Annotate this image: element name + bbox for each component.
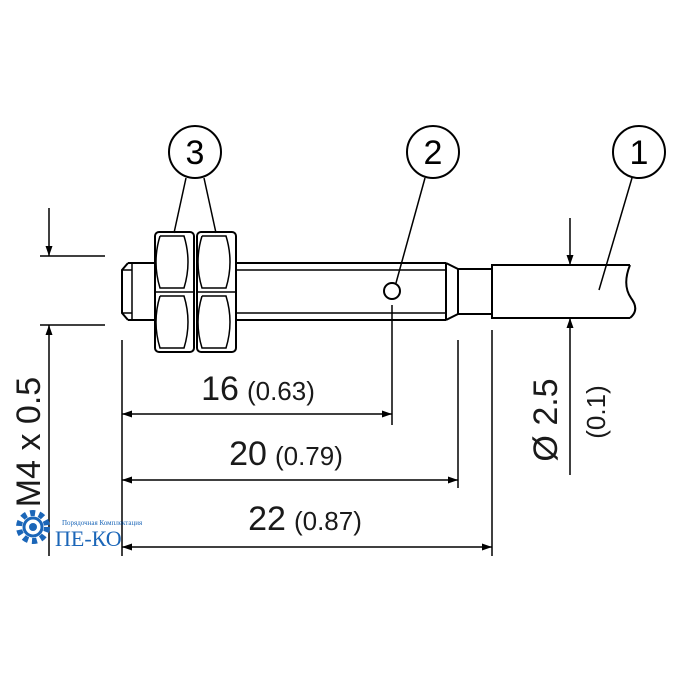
length-20-inch: (0.79) [275,441,343,471]
callout-led: 2 [395,125,460,284]
cable-diameter-inch-label: (0.1) [581,385,611,438]
cable [492,264,637,319]
length-22-inch: (0.87) [294,506,362,536]
callout-cable: 1 [598,125,666,291]
cable-diameter-dimension: Ø 2.5 (0.1) [527,218,611,475]
callout-circle [612,125,666,179]
led-indicator [383,282,401,300]
housing-rear-step [445,262,459,321]
nut-face [197,235,231,289]
callout-circle [406,125,460,179]
leader-line [395,177,426,284]
nut-face [155,295,189,349]
nut-face [155,235,189,289]
callout-number: 1 [630,134,649,172]
hex-nut-rear [196,231,237,353]
callout-circle [168,125,222,179]
watermark-tagline: Порядочная Комплектация [62,519,143,527]
length-22-mm: 22 [248,500,286,538]
callout-nuts: 3 [168,125,222,234]
cable-break [625,264,637,319]
watermark-brand: ПЕ-КО [55,526,122,551]
leader-line [173,177,187,234]
thread-tip [121,262,129,321]
watermark: Порядочная Комплектация ПЕ-КО [16,510,143,551]
gear-logo-icon [16,510,50,544]
length-16-inch: (0.63) [247,376,315,406]
length-16-label: 16 (0.63) [201,370,315,408]
length-20-mm: 20 [229,435,267,473]
cable-diameter-label: Ø 2.5 [527,378,565,461]
length-dimensions: 16 (0.63) 20 (0.79) 22 (0.87) [121,305,493,556]
length-16-mm: 16 [201,370,239,408]
sensor-body [121,262,493,321]
thread-dimension: M4 x 0.5 [10,208,105,556]
leader-line [598,177,633,291]
length-22-label: 22 (0.87) [248,500,362,538]
thread-size-label: M4 x 0.5 [10,377,48,507]
nut-face [197,295,231,349]
hex-nut-front [154,231,195,353]
length-20-label: 20 (0.79) [229,435,343,473]
callout-number: 2 [424,134,443,172]
leader-line [203,177,217,234]
callout-number: 3 [186,134,205,172]
